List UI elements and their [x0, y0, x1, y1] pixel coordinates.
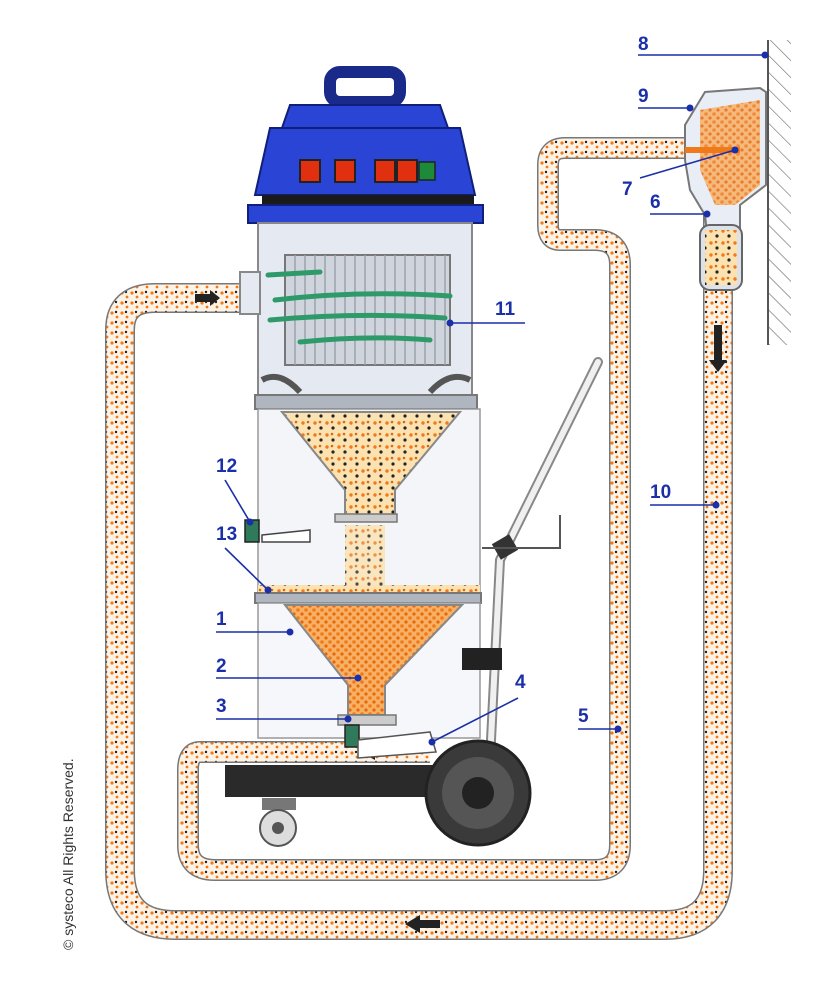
rear-wheel: [424, 739, 532, 847]
label-10: 10: [650, 482, 720, 509]
label-3-text: 3: [216, 696, 227, 717]
label-1-text: 1: [216, 609, 227, 630]
label-13: 13: [216, 524, 272, 594]
copyright-notice: © systeco All Rights Reserved.: [60, 758, 76, 950]
label-7-text: 7: [622, 179, 633, 200]
label-4-text: 4: [515, 672, 526, 693]
label-4: 4: [428, 672, 526, 746]
label-2-text: 2: [216, 656, 227, 677]
label-6-text: 6: [650, 192, 661, 213]
label-12-text: 12: [216, 456, 237, 477]
label-11: 11: [446, 299, 525, 327]
label-13-text: 13: [216, 524, 237, 545]
label-9: 9: [638, 86, 694, 112]
upper-separator: [244, 408, 482, 604]
label-10-text: 10: [650, 482, 671, 503]
label-11-text: 11: [495, 299, 516, 320]
label-5-text: 5: [578, 706, 589, 727]
label-12: 12: [216, 456, 254, 526]
label-5: 5: [578, 706, 622, 733]
flow-arrows: [195, 290, 727, 933]
caster-wheel: [259, 798, 297, 847]
label-9-text: 9: [638, 86, 649, 107]
wall: [767, 40, 791, 345]
label-1: 1: [216, 609, 294, 636]
label-8-text: 8: [638, 34, 649, 55]
label-7: 7: [622, 146, 739, 200]
label-2: 2: [216, 656, 362, 682]
wall-receiver: [684, 86, 767, 291]
label-8: 8: [638, 34, 769, 59]
label-3: 3: [216, 696, 352, 723]
label-6: 6: [650, 192, 711, 218]
collection-hopper: [257, 602, 481, 759]
filter-chamber: [239, 222, 478, 410]
